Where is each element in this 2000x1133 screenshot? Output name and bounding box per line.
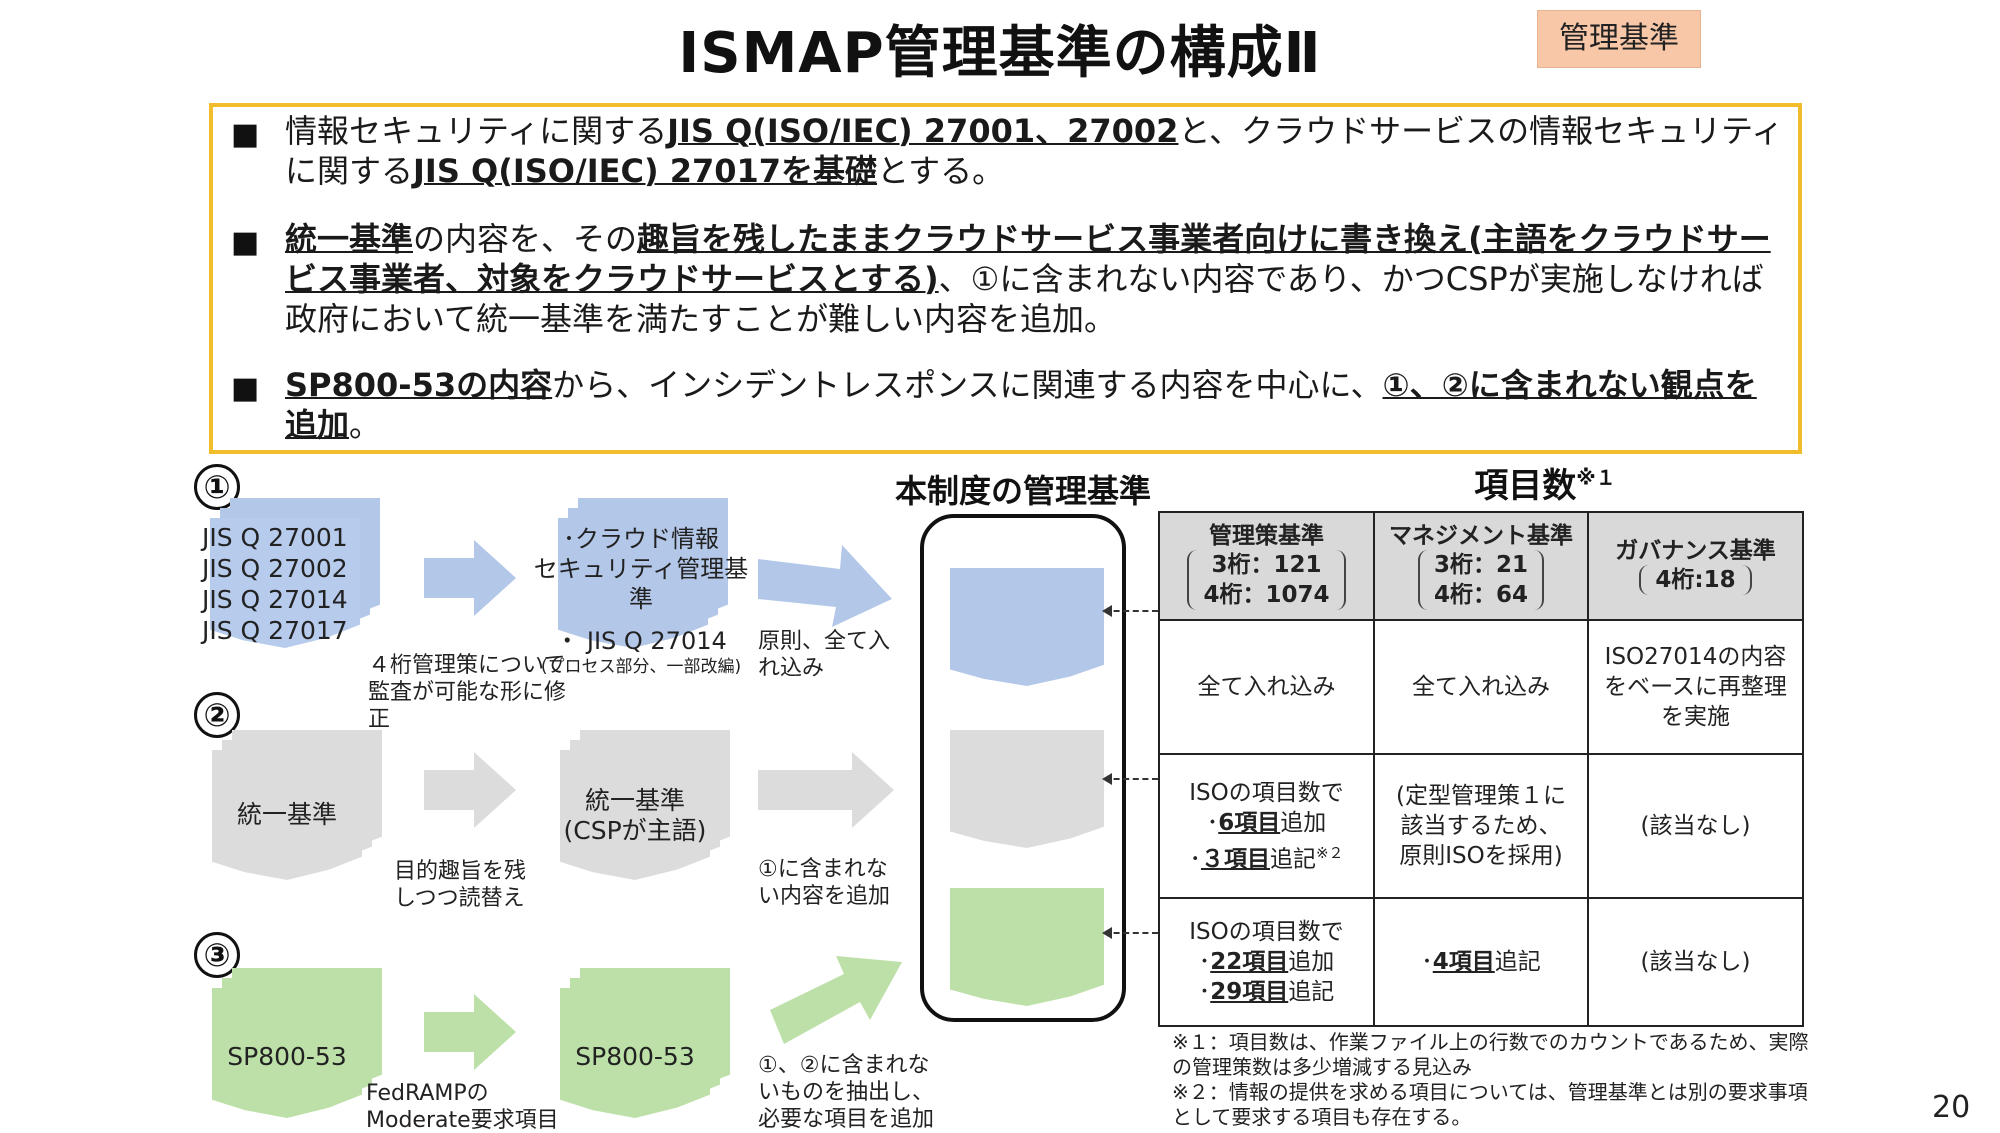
table-row: 全て入れ込み 全て入れ込み ISO27014の内容をベースに再整理を実施	[1158, 619, 1804, 755]
table-cell: ISO27014の内容をベースに再整理を実施	[1587, 619, 1804, 755]
table-cell: (該当なし)	[1587, 897, 1804, 1027]
note-all-included: 原則、全て入れ込み	[758, 629, 891, 681]
table-row: ISOの項目数で ･22項目追加 ･29項目追記 ･4項目追記 (該当なし)	[1158, 897, 1804, 1027]
note-add-missing: ①に含まれない内容を追加	[758, 857, 891, 909]
note-reread: 目的趣旨を残しつつ読替え	[394, 859, 527, 911]
connector-arrow-2	[1102, 773, 1158, 785]
page-number: 20	[1932, 1090, 1971, 1125]
criteria-doc-green	[950, 888, 1104, 1006]
sp800-2-label: SP800-53	[575, 1042, 695, 1071]
criteria-doc-blue	[950, 568, 1104, 686]
unified-csp-label: 統一基準 (CSPが主語)	[563, 786, 707, 845]
note-extract: ①、②に含まれないものを抽出し、必要な項目を追加	[758, 1053, 935, 1132]
table-cell: ･4項目追記	[1373, 897, 1589, 1027]
footnote-1: ※１：項目数は、作業ファイル上の行数でのカウントであるため、実際の管理策数は多少…	[1172, 1030, 1809, 1079]
arrow-right-icon	[424, 540, 516, 616]
footnote-2: ※２：情報の提供を求める項目については、管理基準とは別の要求事項として要求する項…	[1172, 1080, 1808, 1129]
summary-box: ■ 情報セキュリティに関するJIS Q(ISO/IEC) 27001、27002…	[209, 103, 1802, 454]
note-audit-modify: ４桁管理策について監査が可能な形に修正	[368, 653, 567, 732]
summary-bullet-2: 統一基準の内容を、その趣旨を残したままクラウドサービス事業者向けに書き換え(主語…	[285, 220, 1771, 338]
arrow-diagonal-icon	[758, 545, 894, 627]
table-cell: 全て入れ込み	[1373, 619, 1589, 755]
table-cell: (該当なし)	[1587, 753, 1804, 899]
table-cell: ISOの項目数で ･6項目追加 ･３項目追記※２	[1158, 753, 1375, 899]
unified-label: 統一基準	[236, 800, 337, 829]
header-governance-criteria: ガバナンス基準 4桁:18	[1587, 511, 1804, 621]
note-fedramp: FedRAMPのModerate要求項目	[366, 1081, 559, 1133]
arrow-right-icon	[424, 752, 516, 828]
table-cell: (定型管理策１に該当するため、原則ISOを採用)	[1373, 753, 1589, 899]
connector-arrow-3	[1102, 927, 1158, 939]
page-title: ISMAP管理基準の構成Ⅱ	[678, 21, 1322, 86]
summary-bullet-3: SP800-53の内容から、インシデントレスポンスに関連する内容を中心に、①、②…	[285, 366, 1757, 444]
table-cell: ISOの項目数で ･22項目追加 ･29項目追記	[1158, 897, 1375, 1027]
bullet-marker: ■	[231, 371, 260, 406]
jis-list: JIS Q 27001 JIS Q 27002 JIS Q 27014 JIS …	[202, 523, 348, 645]
cloud-criteria-label: ･クラウド情報 セキュリティ管理基準 ・ JIS Q 27014 (プロセス部分…	[533, 525, 749, 677]
bullet-marker: ■	[231, 117, 260, 152]
table-cell: 全て入れ込み	[1158, 619, 1375, 755]
criteria-doc-grey	[950, 730, 1104, 848]
summary-bullet-1: 情報セキュリティに関するJIS Q(ISO/IEC) 27001、27002と、…	[285, 112, 1784, 190]
arrow-right-icon	[424, 994, 516, 1070]
step-number-1: ①	[194, 464, 240, 510]
connector-arrow-1	[1102, 605, 1158, 617]
sp800-label: SP800-53	[227, 1042, 347, 1071]
arrow-diagonal-up-icon	[770, 950, 906, 1050]
table-title: 項目数※１	[1474, 465, 1616, 506]
arrow-right-icon	[758, 752, 894, 828]
category-badge: 管理基準	[1537, 10, 1701, 68]
center-title: 本制度の管理基準	[894, 472, 1151, 510]
table-row: ISOの項目数で ･6項目追加 ･３項目追記※２ (定型管理策１に該当するため、…	[1158, 753, 1804, 899]
bullet-marker: ■	[231, 225, 260, 260]
step-number-3: ③	[194, 932, 240, 978]
management-criteria-capsule	[920, 514, 1126, 1022]
